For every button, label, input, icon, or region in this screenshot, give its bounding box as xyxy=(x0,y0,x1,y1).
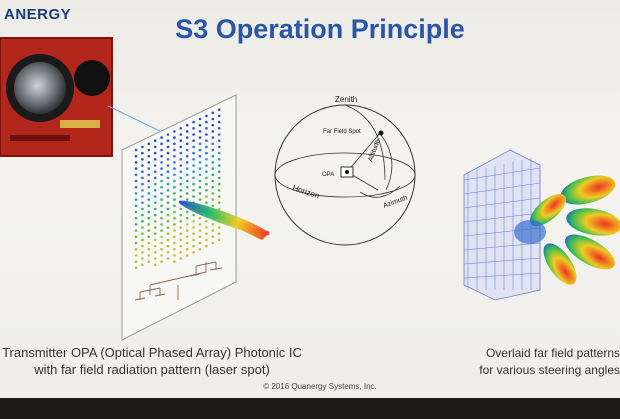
zenith-label: Zenith xyxy=(335,95,357,104)
caption-left-line1: Transmitter OPA (Optical Phased Array) P… xyxy=(2,345,302,360)
opa-label: OPA xyxy=(322,172,334,178)
slide-title: S3 Operation Principle xyxy=(175,14,465,44)
caption-left: Transmitter OPA (Optical Phased Array) P… xyxy=(2,344,302,378)
monitor-bezel xyxy=(0,398,620,419)
pointer-arrow xyxy=(107,105,163,133)
altitude-label: Altitude xyxy=(367,138,382,162)
horizon-label: Horizon xyxy=(291,183,320,200)
caption-left-line2: with far field radiation pattern (laser … xyxy=(34,362,270,377)
azimuth-label: Azimuth xyxy=(382,195,408,210)
slide-graphics: Zenith Far Field Spot OPA Horizon Altitu… xyxy=(0,37,620,341)
far-field-patterns-diagram xyxy=(463,149,620,301)
copyright-text: © 2016 Quanergy Systems, Inc. xyxy=(263,382,377,391)
caption-right-line1: Overlaid far field patterns xyxy=(485,346,620,360)
company-logo: ANERGY xyxy=(4,6,72,23)
sensor-photo xyxy=(0,37,113,157)
sphere-diagram xyxy=(274,104,416,246)
far-field-spot-label: Far Field Spot xyxy=(323,129,361,135)
slide: ANERGY S3 Operation Principle xyxy=(0,0,620,398)
caption-right-line2: for various steering angles xyxy=(479,363,620,377)
caption-right: Overlaid far field patterns for various … xyxy=(445,345,620,379)
opa-chip-diagram xyxy=(121,94,270,341)
